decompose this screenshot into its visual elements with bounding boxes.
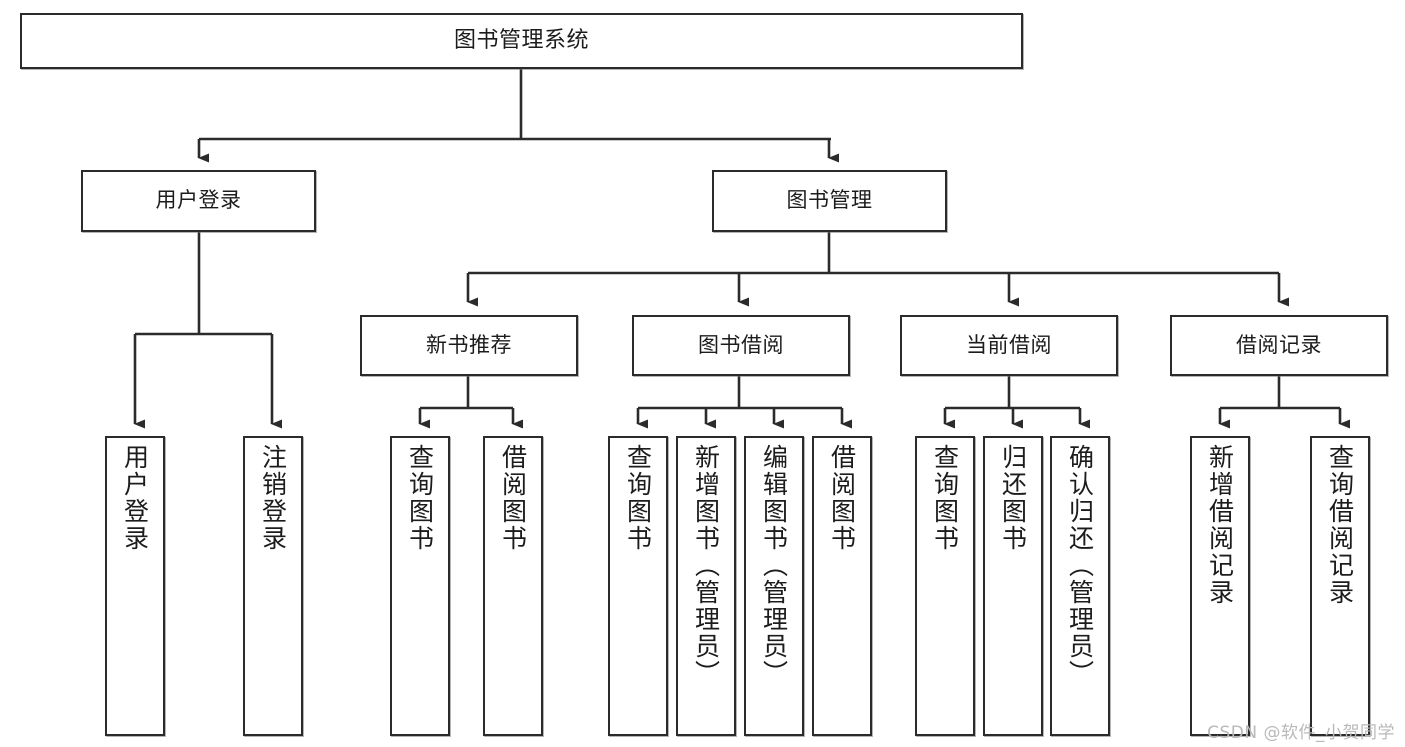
leaf-query-book-current[interactable]: 查询图书 — [915, 436, 975, 736]
node-root-book-management-system[interactable]: 图书管理系统 — [20, 13, 1023, 69]
node-label: 借阅记录 — [1236, 332, 1322, 357]
node-label: 图书管理系统 — [453, 27, 589, 53]
node-label: 用户登录 — [120, 444, 150, 552]
leaf-confirm-return-admin[interactable]: 确认归还（管理员） — [1050, 436, 1110, 736]
node-label: 确认归还（管理员） — [1065, 444, 1095, 687]
leaf-query-book-recommend[interactable]: 查询图书 — [390, 436, 450, 736]
node-label: 注销登录 — [258, 444, 288, 552]
watermark-text: CSDN @软件_小贺同学 — [1207, 723, 1395, 743]
node-new-book-recommend[interactable]: 新书推荐 — [360, 315, 578, 376]
leaf-query-book-borrow[interactable]: 查询图书 — [608, 436, 668, 736]
leaf-logout-login[interactable]: 注销登录 — [243, 436, 303, 736]
leaf-borrow-book[interactable]: 借阅图书 — [812, 436, 872, 736]
node-borrow-record[interactable]: 借阅记录 — [1170, 315, 1388, 376]
node-current-borrow[interactable]: 当前借阅 — [900, 315, 1118, 376]
node-user-login[interactable]: 用户登录 — [81, 170, 316, 232]
node-label: 新增借阅记录 — [1205, 444, 1235, 606]
node-label: 借阅图书 — [498, 444, 528, 552]
node-label: 用户登录 — [155, 188, 242, 213]
node-label: 查询图书 — [623, 444, 653, 552]
leaf-user-login[interactable]: 用户登录 — [105, 436, 165, 736]
leaf-borrow-book-recommend[interactable]: 借阅图书 — [483, 436, 543, 736]
node-label: 新增图书（管理员） — [691, 444, 721, 687]
leaf-return-book[interactable]: 归还图书 — [983, 436, 1043, 736]
leaf-add-borrow-record[interactable]: 新增借阅记录 — [1190, 436, 1250, 736]
node-label: 借阅图书 — [827, 444, 857, 552]
node-label: 图书借阅 — [698, 332, 784, 357]
leaf-add-book-admin[interactable]: 新增图书（管理员） — [676, 436, 736, 736]
leaf-query-borrow-record[interactable]: 查询借阅记录 — [1310, 436, 1370, 736]
node-label: 编辑图书（管理员） — [759, 444, 789, 687]
node-label: 新书推荐 — [426, 332, 512, 357]
node-label: 查询借阅记录 — [1325, 444, 1355, 606]
node-label: 归还图书 — [998, 444, 1028, 552]
node-book-borrow[interactable]: 图书借阅 — [632, 315, 850, 376]
leaf-edit-book-admin[interactable]: 编辑图书（管理员） — [744, 436, 804, 736]
node-book-manage[interactable]: 图书管理 — [712, 170, 947, 232]
node-label: 查询图书 — [405, 444, 435, 552]
node-label: 图书管理 — [786, 188, 873, 213]
node-label: 当前借阅 — [966, 332, 1052, 357]
node-label: 查询图书 — [930, 444, 960, 552]
